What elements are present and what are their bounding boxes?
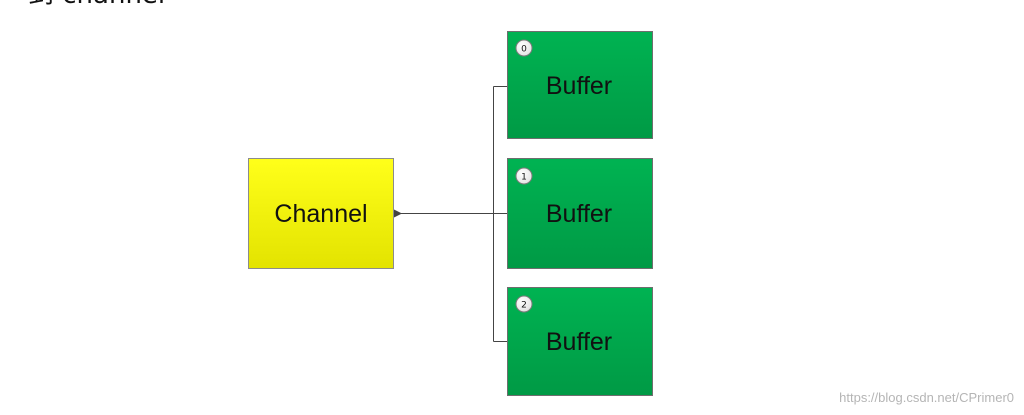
- channel-box: [248, 158, 394, 269]
- buffer-node-2: 2 Buffer: [507, 287, 653, 396]
- buffer-index-label: 0: [521, 45, 527, 55]
- connector-lines: [394, 86, 507, 342]
- buffer-label: Buffer: [546, 72, 612, 100]
- watermark-text: https://blog.csdn.net/CPrimer0: [839, 390, 1014, 405]
- buffer-label: Buffer: [546, 328, 612, 356]
- channel-node: Channel: [248, 158, 394, 269]
- header-fragment: 到 channel: [28, 0, 165, 10]
- buffer-index-label: 2: [521, 301, 527, 311]
- channel-label: Channel: [274, 200, 367, 228]
- buffer-node-0: 0 Buffer: [507, 31, 653, 139]
- buffer-index-circle: [515, 167, 533, 185]
- buffer-index-circle: [515, 295, 533, 313]
- buffer-label: Buffer: [546, 200, 612, 228]
- buffer-index-label: 1: [521, 173, 527, 183]
- buffer-node-1: 1 Buffer: [507, 158, 653, 269]
- buffer-index-circle: [515, 39, 533, 57]
